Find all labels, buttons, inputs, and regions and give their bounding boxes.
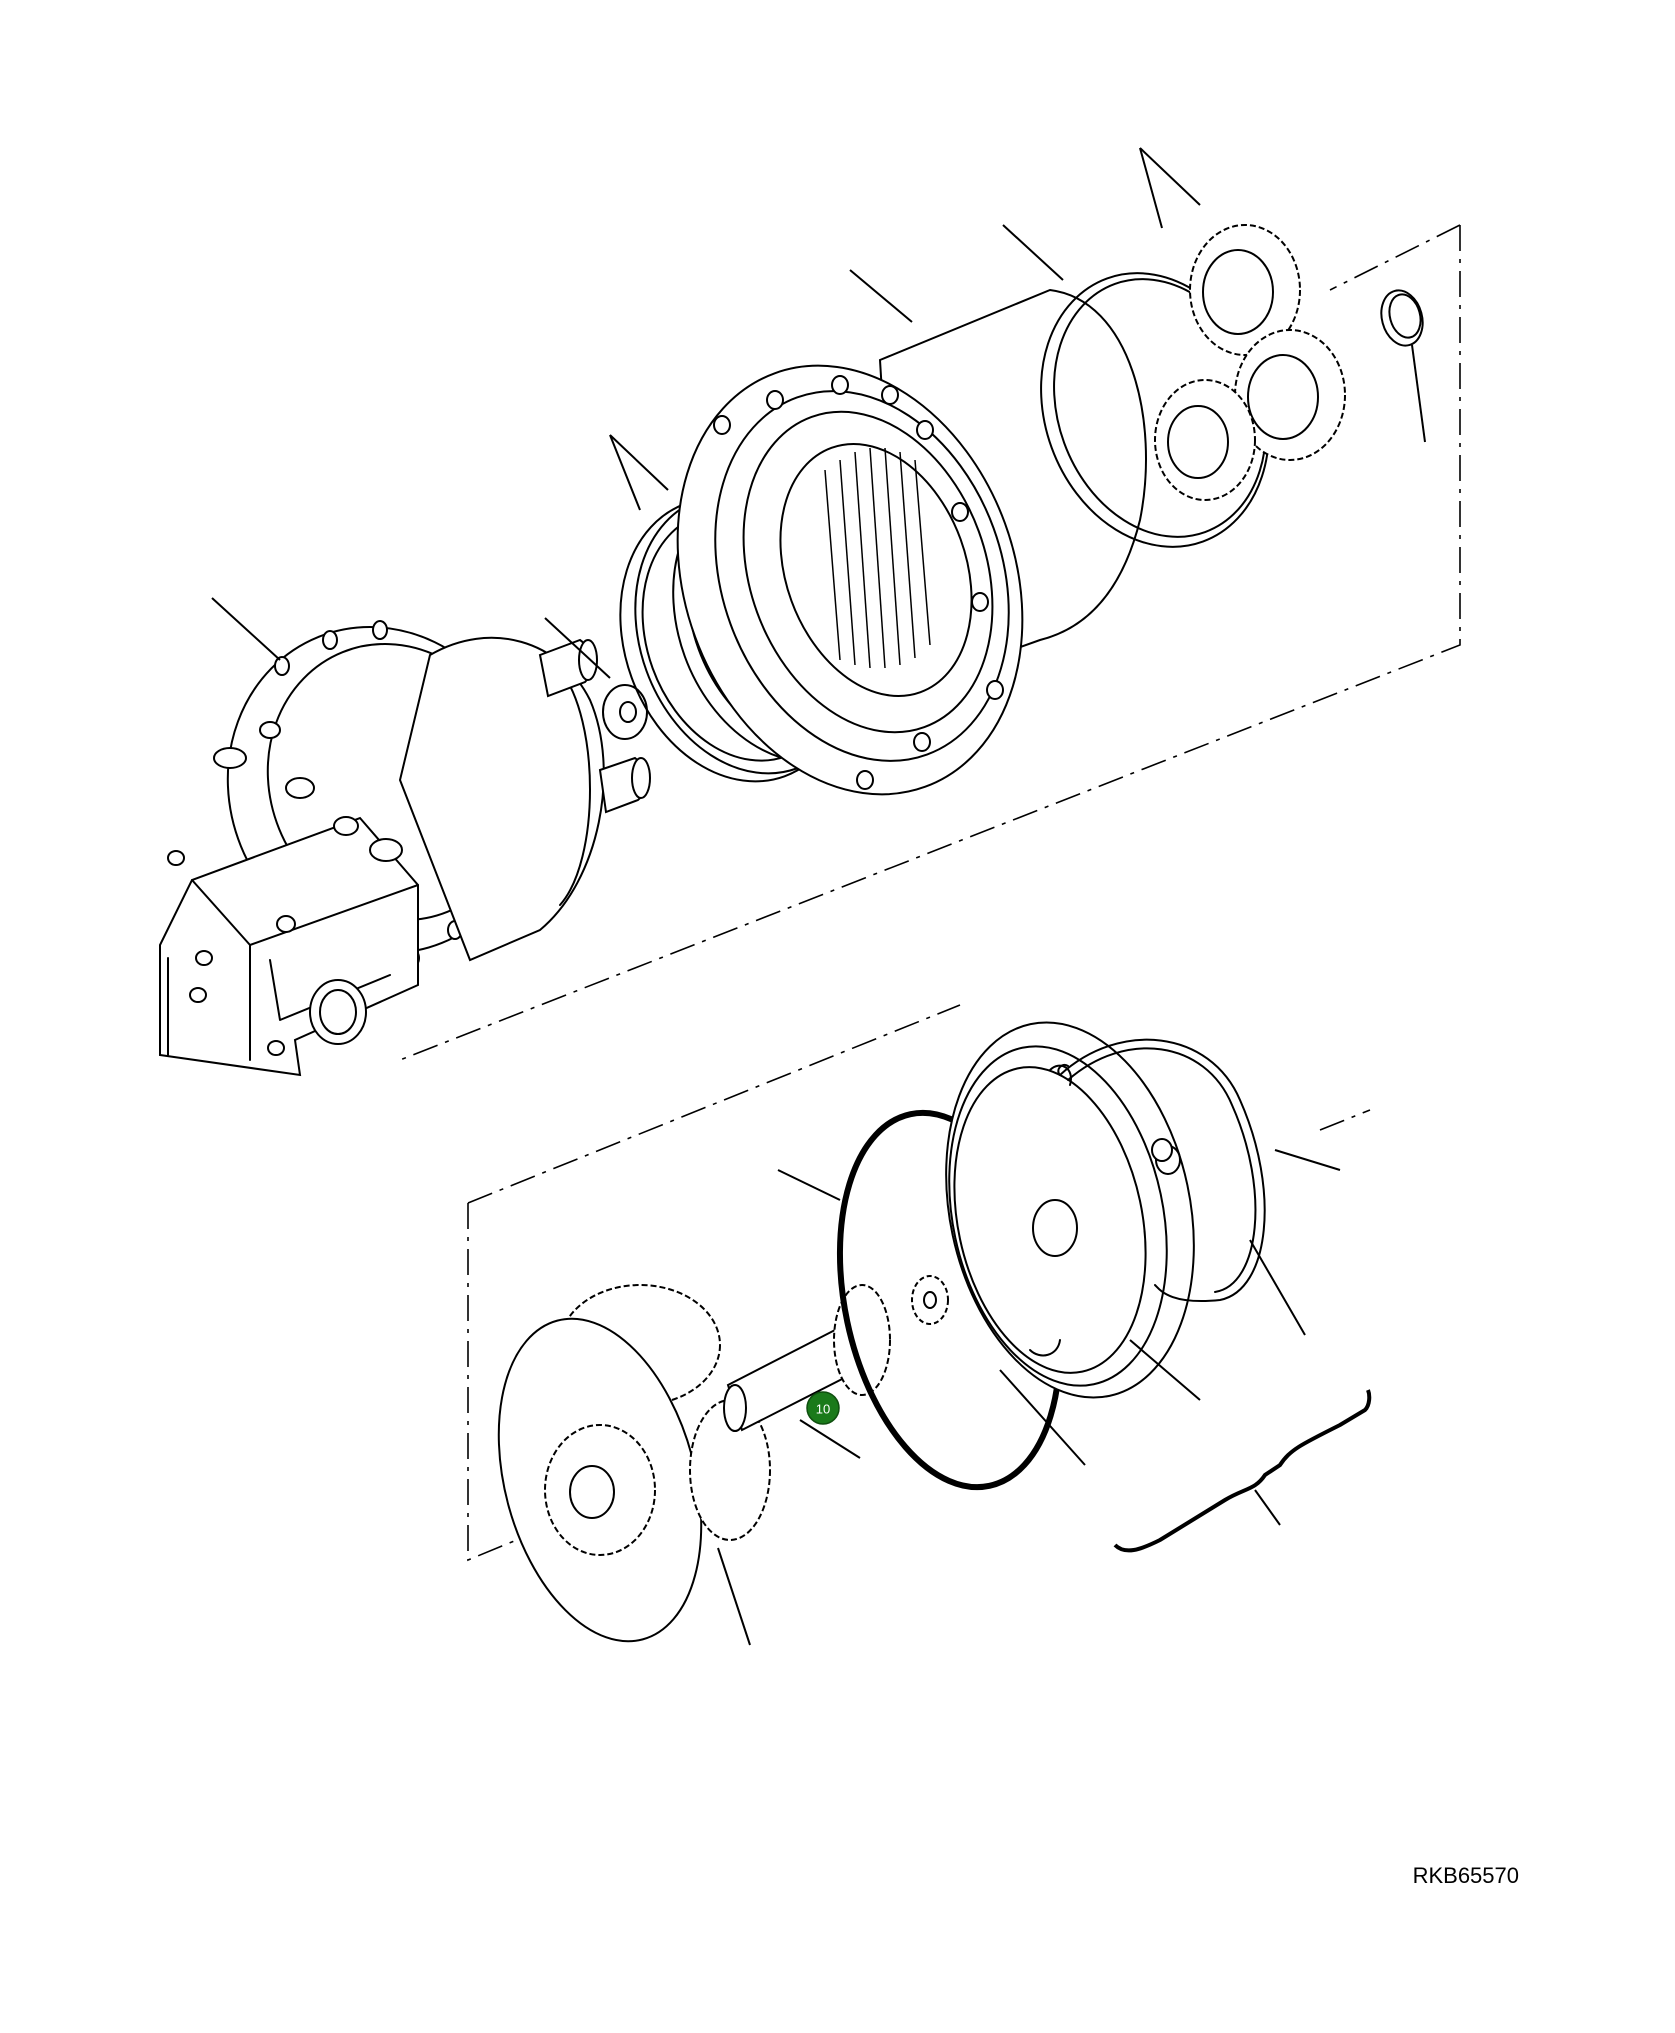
housing-internal-splines <box>824 447 931 669</box>
thrust-washer <box>911 1275 949 1325</box>
callout-10-badge[interactable] <box>806 1391 840 1425</box>
drawing-reference-code: RKB65570 <box>1412 1863 1519 1888</box>
planet-gears <box>1154 224 1346 501</box>
hydraulic-travel-motor <box>159 620 651 1077</box>
shaft-spacer-washer <box>602 684 648 740</box>
callout-10[interactable]: 10 <box>806 1391 840 1425</box>
housing-flange-bolt-holes <box>713 375 1004 790</box>
plug <box>1151 1138 1181 1175</box>
callout-10-label: 10 <box>816 1402 830 1417</box>
cover-plate <box>945 1021 1195 1399</box>
ring-gear-housing <box>676 288 1147 796</box>
valve-block-bolts <box>167 721 403 1056</box>
cover-group-bracket <box>1113 1389 1372 1553</box>
planet-carrier-assembly <box>497 1284 771 1643</box>
leader-lines <box>211 147 1426 1646</box>
retaining-wire-ring <box>1057 1038 1266 1302</box>
snap-ring <box>1380 289 1424 347</box>
